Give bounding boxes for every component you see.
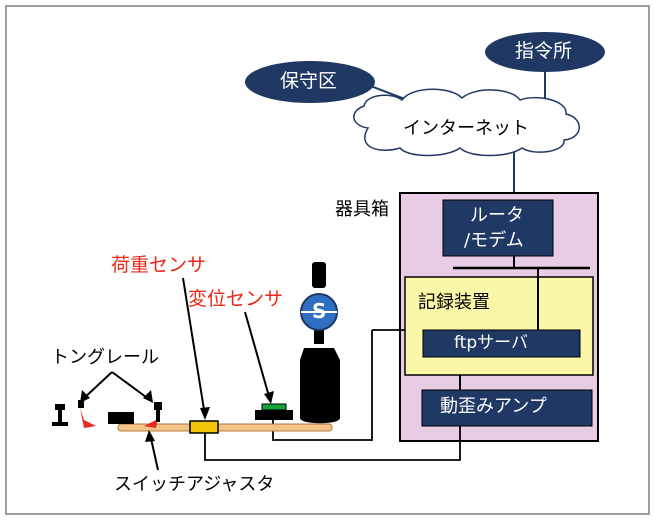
kiguhako-label: 器具箱 <box>335 199 389 220</box>
load-cable <box>204 426 461 461</box>
arrowheads <box>80 390 274 442</box>
router-label-line1: ルータ <box>470 205 524 226</box>
amp-box <box>421 389 593 427</box>
shireisho-label: 指令所 <box>515 40 573 62</box>
ftp-server-label: ftpサーバ <box>454 333 528 353</box>
tongue-rail-block <box>108 412 134 424</box>
recorder-box <box>404 276 594 376</box>
switch-machine <box>300 262 340 424</box>
tongue-rail-label: トングレール <box>51 347 159 368</box>
disp-sensor-top <box>261 403 287 411</box>
disp-sensor-label: 変位センサ <box>188 288 284 310</box>
switch-adjuster-label: スイッチアジャスタ <box>114 474 275 495</box>
load-sensor-block <box>189 420 219 434</box>
hoshuku-label: 保守区 <box>280 70 338 92</box>
tongue-rail-left <box>78 400 96 428</box>
shireisho-node <box>485 32 605 72</box>
signal-cable <box>272 330 373 441</box>
router-label-line2: /モデム <box>464 230 524 251</box>
stock-rail-left <box>52 404 68 426</box>
tongue-rail-right <box>144 402 162 428</box>
internet-label: インターネット <box>403 118 529 139</box>
load-sensor-label: 荷重センサ <box>111 254 207 276</box>
internet-cloud <box>353 88 580 157</box>
disp-sensor-block <box>255 410 293 420</box>
hoshuku-node <box>245 61 375 103</box>
signal-s-letter: S <box>312 299 327 323</box>
signal-s-disc <box>300 293 338 331</box>
ftp-server-box <box>422 329 581 358</box>
amp-label: 動歪みアンプ <box>440 396 547 417</box>
switch-adjuster-rod <box>117 423 333 432</box>
recorder-label: 記録装置 <box>418 292 490 313</box>
router-box <box>442 199 554 257</box>
